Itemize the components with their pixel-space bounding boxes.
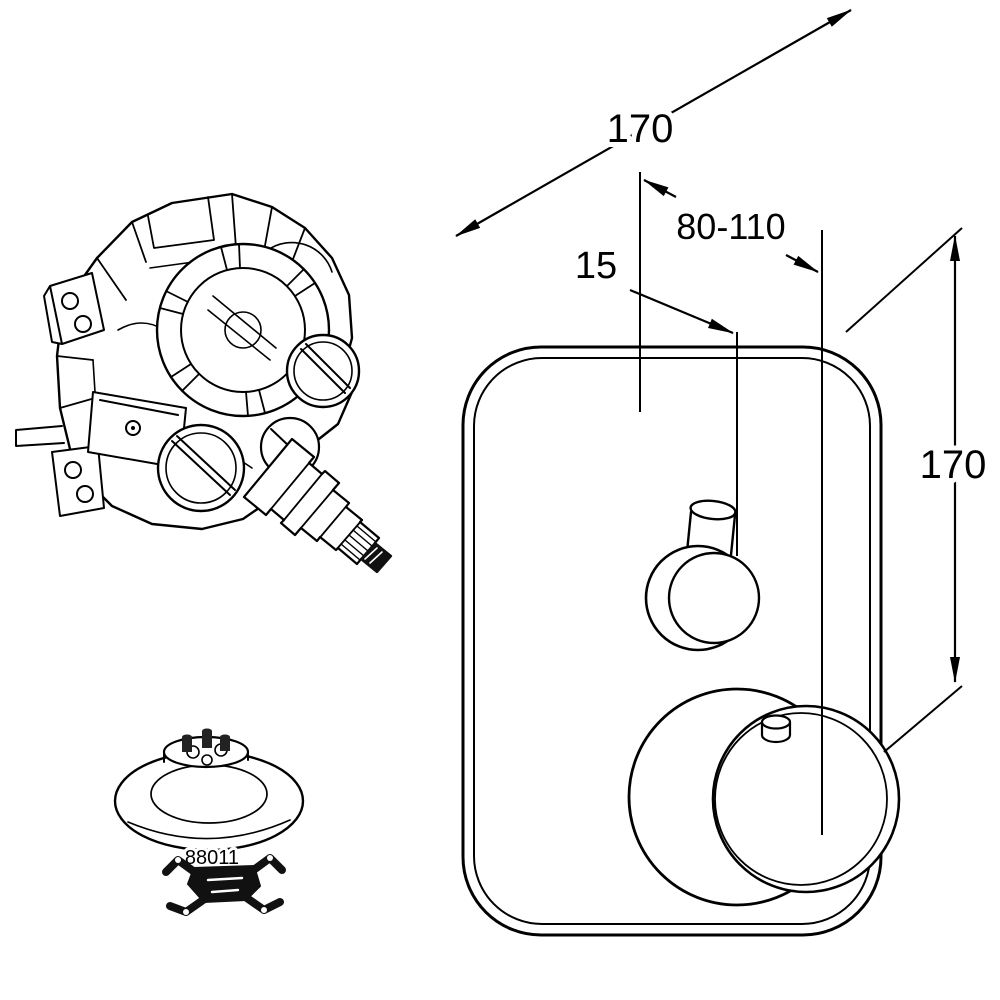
cartridge-head-detail (201, 754, 213, 766)
dim-height-label: 170 (920, 443, 987, 487)
cartridge-pin-cap (202, 728, 212, 734)
clamp-hole (175, 857, 181, 863)
cartridge-pin-cap (220, 734, 230, 740)
valve-body-drawing (15, 192, 393, 574)
clamp-slits (206, 876, 244, 894)
large-handle-face-inner (714, 712, 888, 886)
cartridge-drawing: 88011 (113, 728, 305, 916)
small-handle-lever-cap (689, 499, 737, 521)
clamp-hole (261, 907, 267, 913)
clamp-hole (183, 909, 189, 915)
cartridge-pin-cap (182, 734, 192, 740)
dim-offset-label: 15 (575, 245, 617, 287)
bracket-hole (61, 292, 79, 310)
dim-depth-label: 80-110 (676, 206, 785, 247)
faceplate-inner (473, 357, 871, 925)
bracket-hole (64, 461, 82, 479)
faceplate-drawing (461, 345, 901, 937)
large-handle-face (711, 704, 901, 894)
drain-screw (125, 420, 141, 436)
dome-rim-arc (127, 819, 291, 840)
small-handle-face (667, 551, 761, 645)
bracket-hole (76, 485, 94, 503)
part-number-label: 88011 (185, 847, 239, 869)
bore-inner-ring (180, 267, 306, 393)
bore-center-detail (224, 311, 262, 349)
screw-cap-right-inner (293, 341, 353, 401)
screw-cap-left-slot (171, 435, 236, 496)
bore-inner-detail (207, 295, 277, 361)
bracket-hole (74, 315, 92, 333)
small-handle (644, 499, 761, 652)
screw-cap-left-inner (165, 432, 237, 504)
dim-line-depth-left (643, 179, 677, 198)
clamp-hole (267, 855, 273, 861)
drain-screw-dot (131, 426, 135, 430)
cartridge-pins (182, 731, 230, 752)
screw-cap-right-slot (300, 343, 351, 394)
dim-line-offset (629, 288, 734, 335)
dim-width-label: 170 (607, 107, 674, 151)
large-handle (627, 687, 901, 907)
extension-line-bottom-right (883, 685, 963, 753)
bracket-lower (51, 445, 105, 517)
dim-line-depth-right (785, 254, 819, 273)
spindle-step-lines (265, 456, 380, 565)
extension-line-top-right (845, 227, 963, 333)
spindle-knurl-ribs (340, 525, 377, 561)
pipe-stub (15, 425, 65, 447)
spindle-tip-ribs (364, 547, 383, 564)
dimension-annotations: 170 80-110 15 170 (455, 9, 991, 835)
dim-line-plate-width (455, 9, 852, 237)
temp-stop-button-cap (760, 714, 792, 730)
